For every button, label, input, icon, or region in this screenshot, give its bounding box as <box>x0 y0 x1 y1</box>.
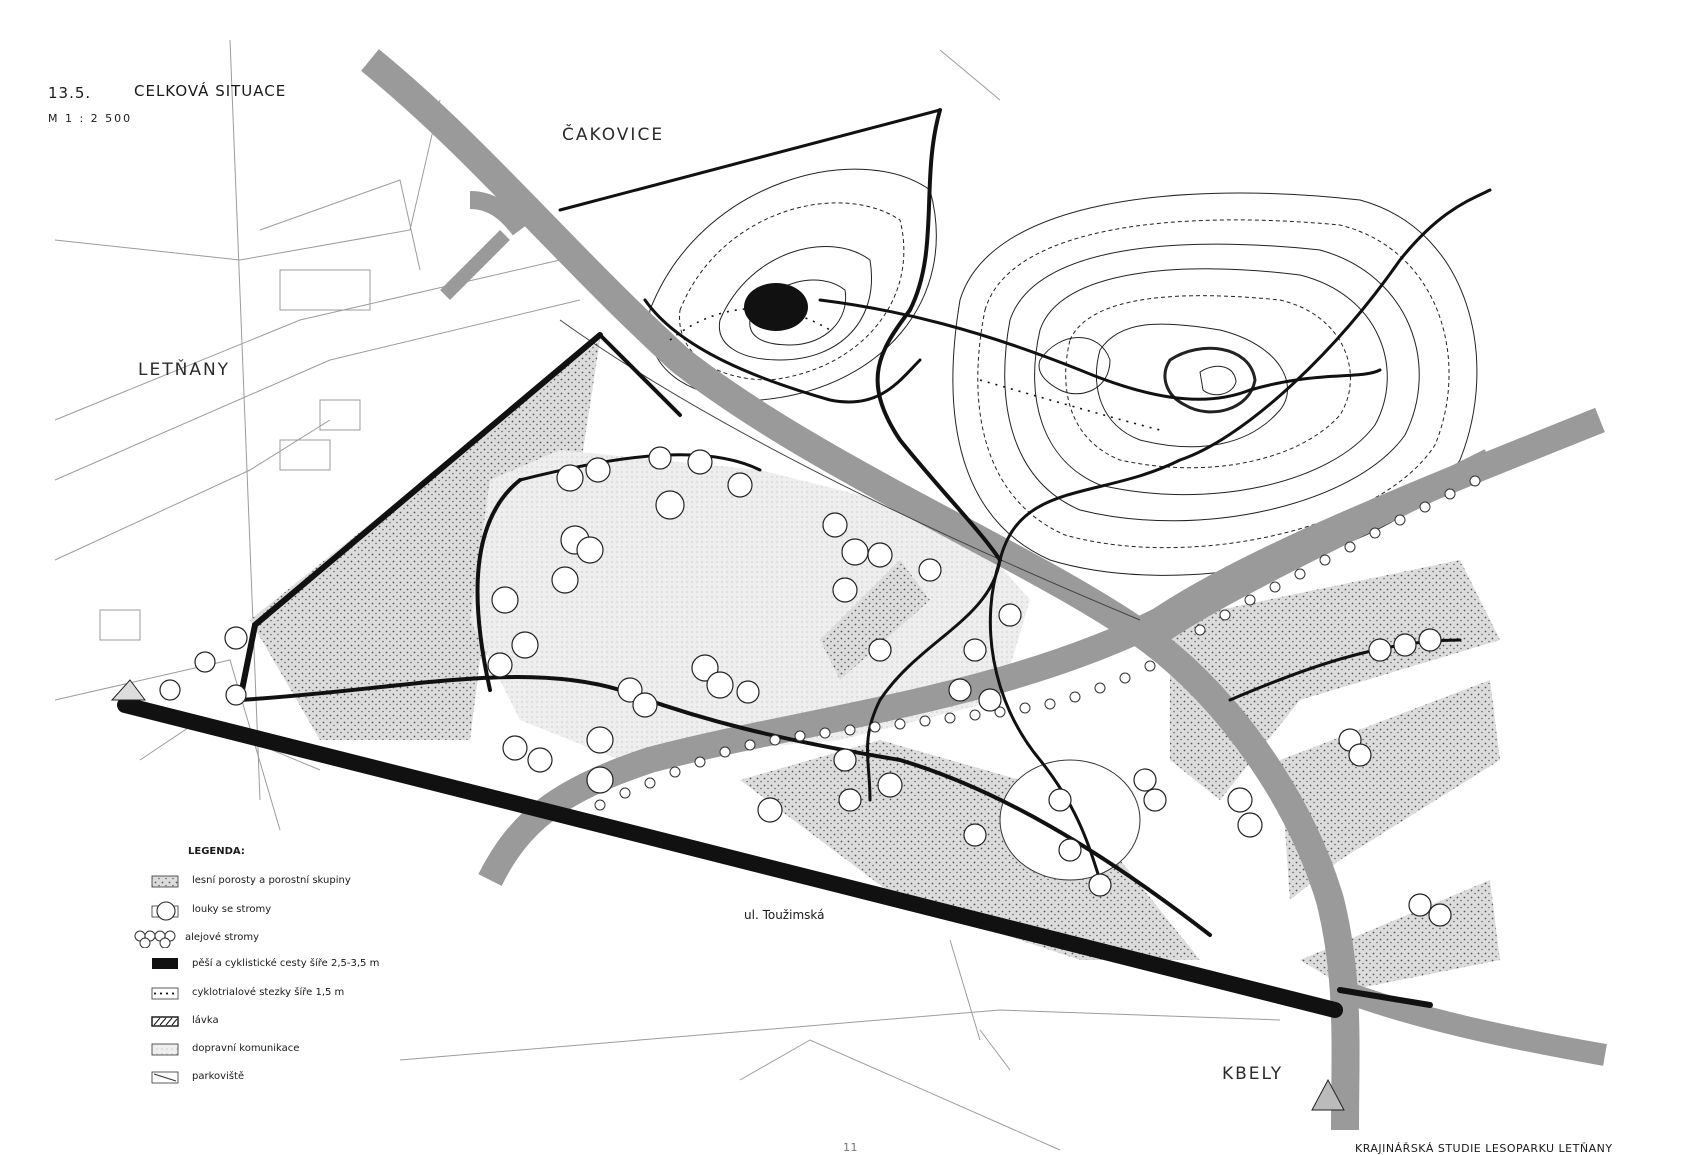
legend-symbol-alley-circles <box>134 930 176 948</box>
street-label: ul. Toužimská <box>744 908 825 922</box>
parking-wedge-west <box>110 679 146 701</box>
meadow-trees <box>159 446 1452 927</box>
legend-symbol-footbridge <box>151 1016 179 1027</box>
place-cakovice: ČAKOVICE <box>562 125 665 145</box>
legend-label-forest: lesní porosty a porostní skupiny <box>192 875 351 886</box>
legend-symbol-tree-circle <box>151 901 179 921</box>
traffic-roads <box>361 49 1607 1131</box>
forest-strip-center <box>820 560 930 680</box>
legend-label-footbridge: lávka <box>192 1015 219 1026</box>
legend-symbol-parking <box>151 1071 179 1084</box>
contour-lines <box>648 168 1478 576</box>
map-scale: M 1 : 2 500 <box>48 112 133 125</box>
legend-label-meadow-trees: louky se stromy <box>192 904 272 915</box>
north-arrow-kbely <box>1311 1078 1345 1111</box>
legend-symbol-grey-road <box>151 1043 179 1056</box>
cyclotrial-trails <box>669 307 1161 431</box>
forest-area-east2 <box>1280 680 1500 900</box>
legend-label-paths: pěší a cyklistické cesty šíře 2,5-3,5 m <box>192 958 380 969</box>
forest-area-west <box>250 340 600 740</box>
legend-label-parking: parkoviště <box>192 1071 245 1082</box>
figure-title: CELKOVÁ SITUACE <box>134 82 287 100</box>
legend-symbol-dotted-trail <box>151 987 179 1000</box>
clearing <box>999 759 1141 881</box>
legend-label-alley-trees: alejové stromy <box>185 932 260 943</box>
cadastral-lines <box>54 39 1281 1151</box>
figure-number: 13.5. <box>48 84 92 102</box>
legend-symbol-forest-hatch <box>151 875 179 888</box>
place-letnany: LETŇANY <box>138 360 231 380</box>
pond <box>744 283 808 331</box>
legend-label-cyclotrial: cyklotrialové stezky šíře 1,5 m <box>192 987 345 998</box>
road-edge-south <box>559 319 1141 621</box>
page-mark: 11 <box>843 1141 858 1154</box>
legend-label-roads: dopravní komunikace <box>192 1043 300 1054</box>
legend-title: LEGENDA: <box>188 846 245 857</box>
place-kbely: KBELY <box>1222 1064 1284 1084</box>
study-title: KRAJINÁŘSKÁ STUDIE LESOPARKU LETŇANY <box>1355 1142 1613 1155</box>
meadow-center <box>470 450 1030 760</box>
legend-symbol-black-path <box>152 958 178 969</box>
alley-trees <box>594 475 1481 811</box>
